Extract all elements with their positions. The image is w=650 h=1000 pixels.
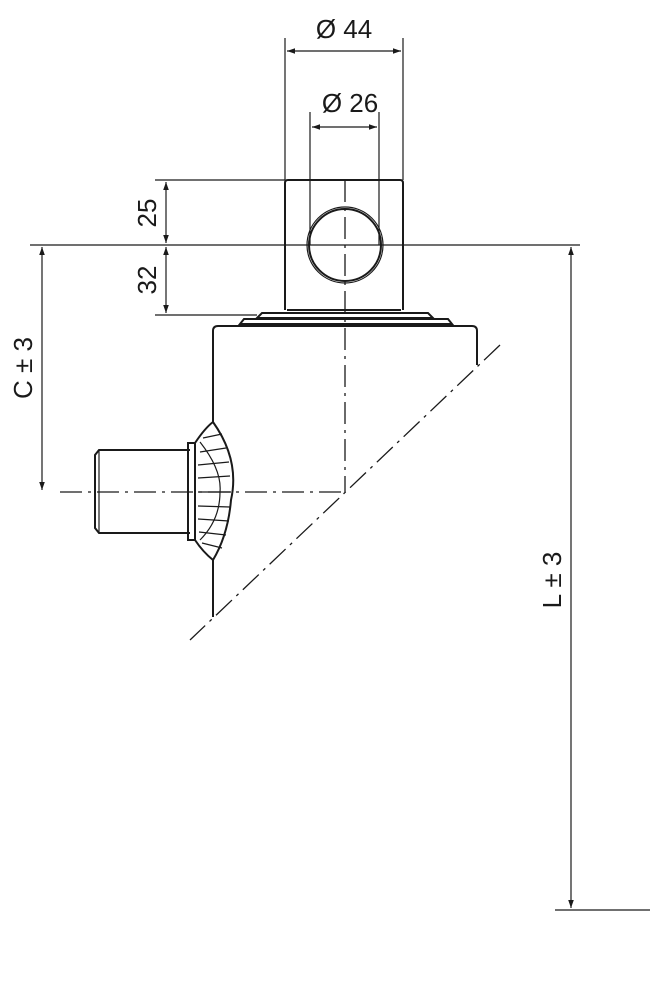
dimension-length: L ± 3 (537, 247, 650, 911)
dimension-bore-diameter: Ø 26 (309, 88, 380, 245)
bore-diameter-label: Ø 26 (322, 88, 378, 118)
dimension-outer-diameter: Ø 44 (284, 14, 404, 180)
outer-diameter-label: Ø 44 (316, 14, 372, 44)
dimension-port-offset: C ± 3 (8, 247, 45, 490)
head-lower-label: 32 (132, 266, 162, 295)
cylinder-body (189, 325, 501, 641)
port-offset-label: C ± 3 (8, 337, 38, 399)
head-upper-label: 25 (132, 199, 162, 228)
dimension-head-heights: 25 32 (30, 179, 580, 316)
clevis-head (237, 179, 455, 325)
length-label: L ± 3 (537, 552, 567, 609)
break-line (189, 344, 501, 641)
port-fitting (94, 420, 235, 562)
